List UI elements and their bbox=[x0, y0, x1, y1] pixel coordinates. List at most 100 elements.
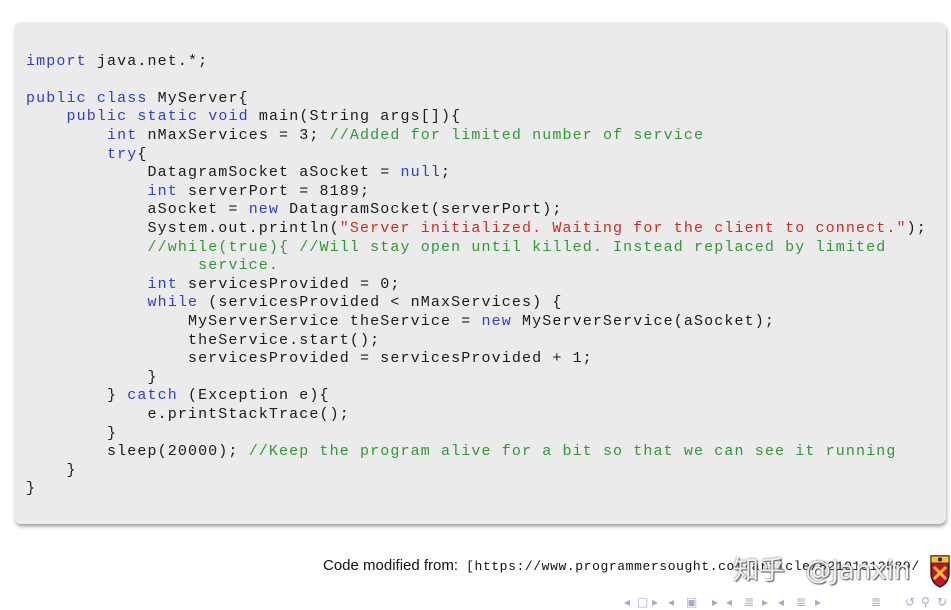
code-text: MyServer{ bbox=[147, 89, 249, 107]
code-line: public class MyServer{ bbox=[26, 90, 927, 109]
code-line: theService.start(); bbox=[26, 332, 927, 351]
code-text: { bbox=[137, 145, 148, 163]
code-keyword: new bbox=[248, 201, 280, 219]
code-line: System.out.println("Server initialized. … bbox=[26, 220, 927, 239]
code-keyword: public bbox=[66, 108, 128, 126]
code-text bbox=[198, 108, 208, 125]
code-text: (Exception e){ bbox=[177, 387, 330, 405]
code-text: ; bbox=[441, 164, 452, 182]
code-keyword: new bbox=[481, 313, 512, 330]
code-keyword: while bbox=[147, 294, 199, 312]
code-string: "Server initialized. Waiting for the cli… bbox=[339, 220, 907, 238]
code-block: import java.net.*; public class MyServer{… bbox=[26, 53, 927, 499]
code-text: serverPort = 8189; bbox=[177, 182, 371, 200]
next-section-icon[interactable]: ▸ bbox=[815, 595, 822, 609]
forward-icon[interactable]: ↻ bbox=[937, 595, 948, 609]
code-text: (servicesProvided < nMaxServices) { bbox=[198, 294, 563, 312]
code-line: import java.net.*; bbox=[26, 53, 927, 72]
slide-icon[interactable]: □ bbox=[637, 595, 649, 609]
code-line: public static void main(String args[]){ bbox=[26, 108, 927, 127]
code-line: while (servicesProvided < nMaxServices) … bbox=[26, 294, 927, 313]
code-text: MyServerService(aSocket); bbox=[511, 313, 776, 330]
code-text: ); bbox=[906, 220, 927, 238]
code-line: int serverPort = 8189; bbox=[26, 183, 927, 202]
prev-subsection-icon[interactable]: ◂ bbox=[726, 595, 733, 609]
code-text: main(String args[]){ bbox=[248, 108, 462, 126]
code-keyword: class bbox=[96, 89, 148, 107]
university-crest-logo bbox=[930, 555, 950, 588]
code-text bbox=[26, 239, 147, 256]
code-listing: import java.net.*; public class MyServer{… bbox=[14, 22, 946, 524]
code-line: } catch (Exception e){ bbox=[26, 387, 927, 406]
code-text bbox=[26, 127, 107, 144]
code-line: DatagramSocket aSocket = null; bbox=[26, 164, 927, 183]
code-text: aSocket = bbox=[26, 201, 249, 219]
citation-prefix: Code modified from: bbox=[323, 557, 459, 574]
citation-url[interactable]: [https://www.programmersought.com/articl… bbox=[466, 559, 920, 574]
code-text: theService.start(); bbox=[26, 331, 381, 349]
next-frame-icon[interactable]: ▸ bbox=[712, 595, 719, 609]
code-text: } bbox=[26, 387, 128, 405]
code-line bbox=[26, 71, 927, 90]
code-comment: //Keep the program alive for a bit so th… bbox=[248, 443, 897, 461]
code-keyword: void bbox=[208, 108, 249, 126]
search-icon[interactable]: ⚲ bbox=[921, 595, 930, 609]
code-line: //while(true){ //Will stay open until ki… bbox=[26, 239, 927, 258]
code-keyword: null bbox=[400, 164, 441, 182]
code-text: } bbox=[26, 424, 118, 442]
section-icon[interactable]: ≣ bbox=[796, 595, 807, 609]
code-text bbox=[127, 108, 137, 125]
code-line: service. bbox=[26, 257, 927, 276]
code-text: sleep(20000); bbox=[26, 443, 249, 461]
code-text bbox=[26, 108, 67, 125]
code-line: int servicesProvided = 0; bbox=[26, 276, 927, 295]
code-line: aSocket = new DatagramSocket(serverPort)… bbox=[26, 201, 927, 220]
code-text bbox=[26, 276, 147, 293]
code-line: } bbox=[26, 369, 927, 388]
code-line: int nMaxServices = 3; //Added for limite… bbox=[26, 127, 927, 146]
code-text bbox=[26, 183, 147, 200]
code-keyword: int bbox=[106, 127, 138, 145]
code-text: nMaxServices = 3; bbox=[137, 127, 330, 145]
code-text bbox=[87, 90, 97, 107]
code-keyword: int bbox=[147, 182, 178, 200]
code-text: } bbox=[26, 480, 37, 498]
code-text: e.printStackTrace(); bbox=[26, 405, 350, 423]
code-text: servicesProvided = 0; bbox=[177, 275, 401, 293]
code-line: } bbox=[26, 425, 927, 444]
code-keyword: public bbox=[26, 89, 87, 107]
prev-section-icon[interactable]: ◂ bbox=[778, 595, 785, 609]
code-comment: service. bbox=[198, 257, 280, 275]
code-keyword: catch bbox=[127, 387, 178, 405]
back-icon[interactable]: ↺ bbox=[905, 595, 916, 609]
code-text bbox=[26, 294, 147, 311]
code-text bbox=[26, 146, 107, 163]
code-text: System.out.println( bbox=[26, 220, 340, 238]
code-keyword: int bbox=[147, 275, 178, 293]
watermark: 知乎 @Janxin bbox=[733, 556, 911, 586]
prev-slide-icon[interactable]: ◂ bbox=[624, 595, 631, 609]
code-comment: //while(true){ //Will stay open until ki… bbox=[147, 238, 887, 256]
code-line: try{ bbox=[26, 146, 927, 165]
code-line: sleep(20000); //Keep the program alive f… bbox=[26, 443, 927, 462]
code-keyword: static bbox=[137, 108, 199, 126]
beamer-navigation-bar: ◂□▸◂▣▸◂≣▸◂≣▸≣↺⚲↻ bbox=[0, 595, 951, 609]
frame-icon[interactable]: ▣ bbox=[686, 595, 698, 609]
code-text: } bbox=[26, 461, 77, 479]
code-line: MyServerService theService = new MyServe… bbox=[26, 313, 927, 332]
code-text bbox=[26, 257, 198, 274]
subsection-icon[interactable]: ≣ bbox=[744, 595, 755, 609]
prev-frame-icon[interactable]: ◂ bbox=[668, 595, 675, 609]
code-text: DatagramSocket aSocket = bbox=[26, 164, 401, 182]
code-text: MyServerService theService = bbox=[26, 313, 482, 330]
document-icon[interactable]: ≣ bbox=[871, 595, 882, 609]
code-text: DatagramSocket(serverPort); bbox=[279, 201, 563, 219]
code-keyword: try bbox=[106, 145, 138, 163]
code-comment: //Added for limited number of service bbox=[329, 127, 705, 145]
code-text: java.net.*; bbox=[86, 52, 209, 70]
code-text: } bbox=[26, 368, 158, 386]
next-subsection-icon[interactable]: ▸ bbox=[762, 595, 769, 609]
next-slide-icon[interactable]: ▸ bbox=[652, 595, 659, 609]
citation: Code modified from: [https://www.programm… bbox=[323, 557, 920, 575]
